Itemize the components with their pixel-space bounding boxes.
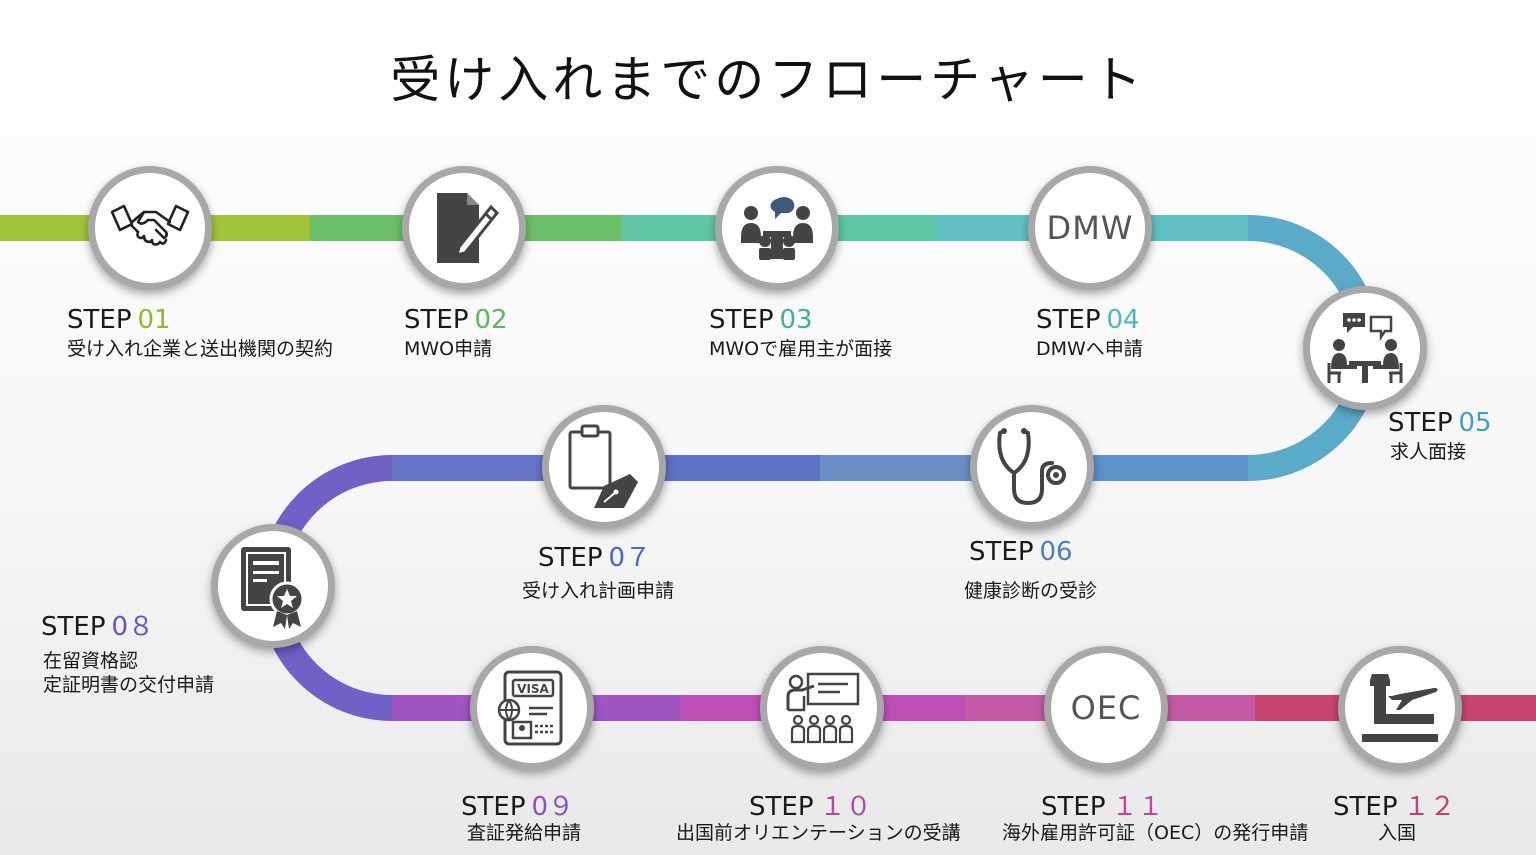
step-05-node [1303,286,1427,410]
step-number: 03 [779,305,813,335]
meeting-icon [741,197,813,260]
step-number: １１ [1111,792,1164,822]
step-word: STEP [41,612,106,642]
presentation-icon [786,672,860,744]
step-word: STEP [709,305,774,335]
step-number: 02 [474,305,508,335]
step-08-node [211,524,335,648]
step-03-description: MWOで雇用主が面接 [709,338,893,360]
step-02-node [402,166,526,290]
step-word: STEP [1388,408,1453,438]
step-number: 0９ [531,792,575,822]
step-number: １０ [819,792,872,822]
step-number: 06 [1039,537,1073,567]
oec-icon-text: OEC [1070,689,1142,727]
step-number: 01 [137,305,171,335]
step-word: STEP [969,537,1034,567]
document-pen-icon [437,193,499,263]
interview-icon [1327,313,1403,383]
step-word: STEP [1333,792,1398,822]
step-number: １２ [1403,792,1456,822]
handshake-icon [110,204,190,246]
step-number: 0８ [111,612,155,642]
stethoscope-icon [997,428,1066,506]
step-02-description: MWO申請 [404,338,493,360]
step-11-node: OEC [1044,646,1168,770]
step-word: STEP [749,792,814,822]
step-word: STEP [1041,792,1106,822]
page-title: 受け入れまでのフローチャート [390,51,1146,109]
step-04-node: DMW [1028,166,1152,290]
step-06-node [970,405,1094,529]
step-04-description: DMWへ申請 [1036,338,1143,360]
step-11-description: 海外雇用許可証（OEC）の発行申請 [1002,822,1309,844]
step-09-description: 査証発給申請 [467,822,582,844]
step-number: 05 [1458,408,1492,438]
airport-icon [1362,674,1438,742]
dmw-icon-text: DMW [1046,209,1134,247]
step-12-description: 入国 [1378,822,1417,844]
clipboard-pen-icon [568,424,638,508]
step-09-node: VISA [470,646,594,770]
step-word: STEP [461,792,526,822]
step-word: STEP [67,305,132,335]
step-10-node [760,646,884,770]
step-07-node [542,405,666,529]
step-05-description: 求人面接 [1390,441,1467,463]
svg-text:VISA: VISA [517,682,549,696]
step-01-description: 受け入れ企業と送出機関の契約 [67,338,334,360]
step-10-description: 出国前オリエンテーションの受講 [676,822,961,844]
step-number: 0７ [608,543,652,573]
step-word: STEP [1036,305,1101,335]
step-08-description-line-2: 定証明書の交付申請 [43,674,215,696]
step-number: 04 [1106,305,1140,335]
step-06-description: 健康診断の受診 [964,580,1098,602]
step-word: STEP [538,543,603,573]
visa-icon: VISA [497,670,563,746]
step-08-description-line-1: 在留資格認 [43,650,139,672]
step-12-node [1338,646,1462,770]
step-03-node [715,166,839,290]
step-word: STEP [404,305,469,335]
certificate-icon [241,547,305,629]
step-07-description: 受け入れ計画申請 [522,580,675,602]
step-01-node [88,166,212,290]
